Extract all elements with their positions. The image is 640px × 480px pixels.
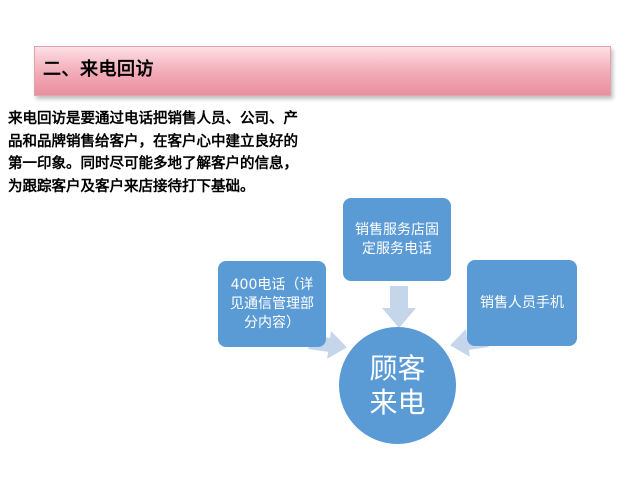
source-label-sales-mobile: 销售人员手机 — [480, 294, 564, 311]
center-node-customer-call: 顾客 来电 — [339, 327, 456, 444]
source-box-400-phone: 400电话（详见通信管理部分内容） — [218, 261, 326, 347]
source-box-store-phone: 销售服务店固定服务电话 — [343, 198, 451, 281]
intro-paragraph: 来电回访是要通过电话把销售人员、公司、产品和品牌销售给客户，在客户心中建立良好的… — [8, 111, 298, 195]
arrow-down — [382, 286, 416, 328]
slide-title: 二、来电回访 — [43, 59, 154, 80]
center-label-line2: 来电 — [369, 385, 426, 419]
source-label-400-phone: 400电话（详见通信管理部分内容） — [230, 276, 314, 331]
source-box-sales-mobile: 销售人员手机 — [467, 260, 577, 346]
title-banner: 二、来电回访 — [34, 46, 611, 96]
source-label-store-phone: 销售服务店固定服务电话 — [355, 221, 439, 257]
center-label-line1: 顾客 — [369, 351, 426, 385]
